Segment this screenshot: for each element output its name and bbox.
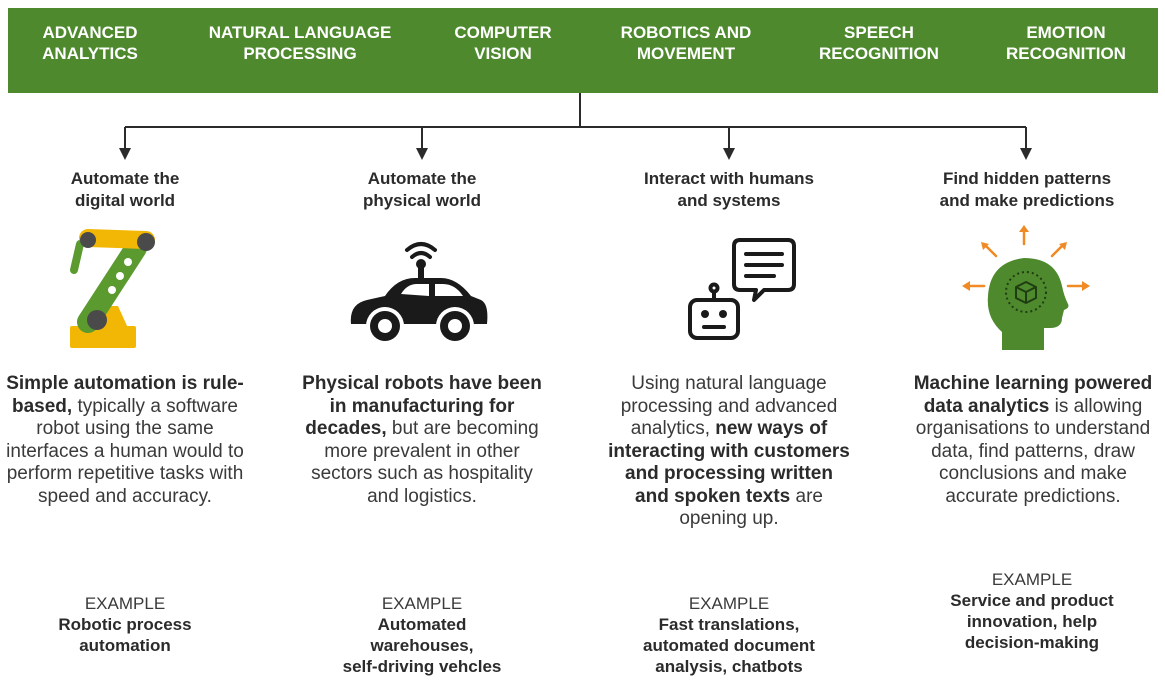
column-3-example-label: Example (688, 594, 770, 613)
column-4-example-label: Example (991, 570, 1073, 589)
capability-nlp: Natural LanguageProcessing (208, 23, 392, 63)
column-3-description: Using natural language processing and ad… (608, 373, 850, 529)
capability-computer-vision: ComputerVision (454, 23, 552, 63)
arrow-down-icon (1020, 148, 1032, 160)
arrow-down-icon (416, 148, 428, 160)
chatbot-icon (688, 238, 796, 340)
column-1-description: Simple automation is rule-based, typical… (6, 373, 244, 507)
head-insight-icon (962, 225, 1090, 350)
capability-emotion: EmotionRecognition (1006, 23, 1126, 63)
capabilities-bar (8, 8, 1158, 93)
column-4-description: Machine learning powered data analytics … (913, 373, 1153, 507)
connector-tree (119, 93, 1032, 160)
self-driving-car-icon (350, 242, 488, 345)
column-2-description: Physical robots have been in manufacturi… (302, 373, 542, 507)
capability-advanced-analytics: AdvancedAnalytics (42, 23, 138, 63)
column-1-example-label: Example (84, 594, 166, 613)
capability-robotics: Robotics andMovement (620, 23, 752, 63)
arrow-down-icon (723, 148, 735, 160)
capability-speech: SpeechRecognition (819, 23, 939, 63)
column-2-example-label: Example (381, 594, 463, 613)
arrow-down-icon (119, 148, 131, 160)
robotic-arm-icon (70, 229, 155, 348)
